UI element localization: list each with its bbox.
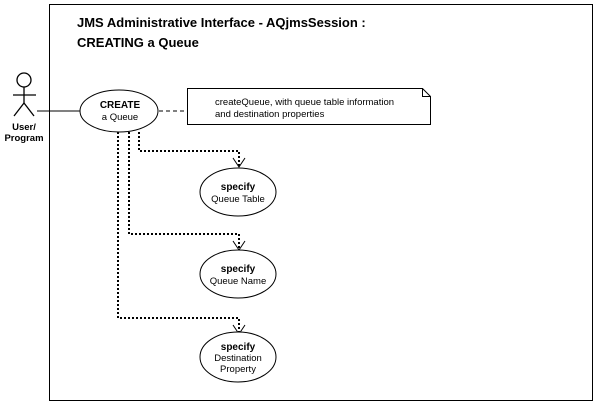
diagram-title-line1: JMS Administrative Interface - AQjmsSess… <box>77 15 366 30</box>
note-box <box>187 88 431 125</box>
system-boundary <box>49 4 593 401</box>
actor-stick-figure <box>13 72 36 117</box>
use-case-specify-queue-name[interactable] <box>199 249 277 299</box>
use-case-queue-name-line1: specify <box>221 264 256 275</box>
actor-head <box>16 72 32 88</box>
note-text-line1: createQueue, with queue table informatio… <box>215 97 394 108</box>
actor-right-leg <box>23 102 35 117</box>
dependency-line-queue-table <box>138 132 240 166</box>
use-case-queue-table-line2: Queue Table <box>211 194 265 205</box>
dependency-line-destination <box>117 132 240 333</box>
use-case-specify-destination-property[interactable] <box>199 331 277 383</box>
note-text-line2: and destination properties <box>215 109 325 120</box>
use-case-queue-name-line2: Queue Name <box>210 276 267 287</box>
actor-label-line1: User/ <box>12 122 36 133</box>
use-case-destination-line2: Destination <box>214 353 262 364</box>
main-use-case-line2: a Queue <box>102 112 138 123</box>
dependency-line-queue-name <box>128 132 240 249</box>
diagram-title-line2: CREATING a Queue <box>77 35 199 50</box>
main-use-case-create-queue[interactable] <box>79 89 159 133</box>
main-use-case-line1: CREATE <box>100 100 141 111</box>
use-case-queue-table-line1: specify <box>221 182 256 193</box>
use-case-destination-line1: specify <box>221 342 256 353</box>
actor-left-leg <box>13 102 25 117</box>
actor-label-line2: Program <box>4 133 43 144</box>
use-case-destination-line3: Property <box>220 364 256 375</box>
arrowhead-queue-table <box>232 157 246 168</box>
use-case-specify-queue-table[interactable] <box>199 167 277 217</box>
